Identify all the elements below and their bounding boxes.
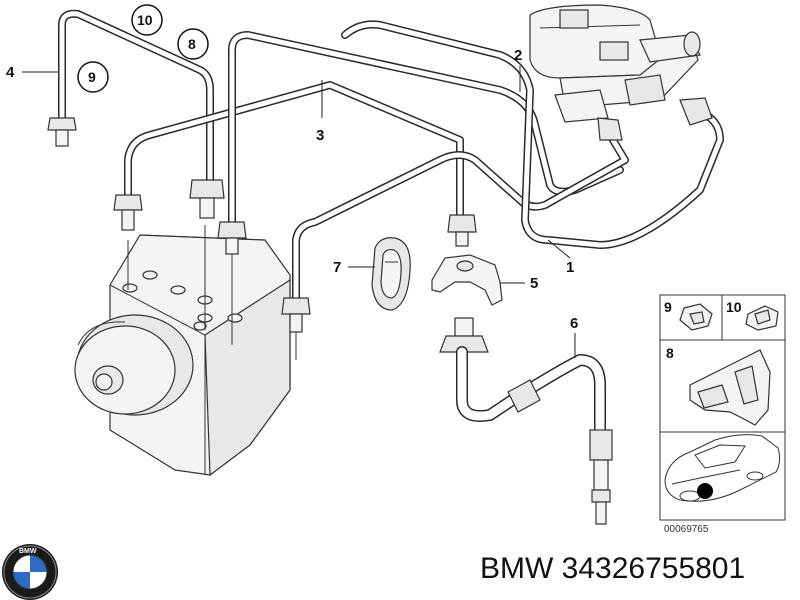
callout-1: 1 — [566, 259, 574, 276]
leader-lines — [22, 66, 576, 358]
master-cylinder — [529, 4, 713, 141]
callout-6: 6 — [570, 315, 578, 332]
flex-hose — [439, 317, 613, 525]
callout-5: 5 — [530, 275, 538, 292]
fitting-abs-1 — [113, 194, 143, 231]
clip-9-drawing — [679, 303, 713, 331]
inset-label-8: 8 — [666, 345, 674, 361]
fitting-abs-4 — [281, 297, 311, 333]
part-number-title: BMW 34326755801 — [480, 552, 746, 585]
bracket — [431, 254, 503, 306]
inset-label-10: 10 — [726, 299, 742, 315]
clip-10-drawing — [745, 305, 779, 331]
abs-unit — [74, 234, 291, 477]
reference-number: 00069765 — [664, 524, 709, 535]
fitting-mid — [447, 214, 477, 247]
callout-3: 3 — [316, 127, 324, 144]
grommet — [371, 237, 411, 311]
callout-10: 10 — [137, 12, 153, 28]
bmw-logo: BMW — [2, 544, 58, 600]
callout-7: 7 — [333, 259, 341, 276]
callouts: 4 2 3 1 7 5 6 10 8 9 — [6, 4, 578, 332]
callout-4: 4 — [6, 64, 15, 81]
fitting-abs-3 — [217, 221, 247, 255]
clip-8-drawing — [689, 349, 771, 426]
inset-panel: 9 10 8 00069765 — [659, 294, 786, 535]
callout-8: 8 — [188, 36, 196, 52]
pipe-fittings — [47, 117, 477, 333]
callout-9: 9 — [88, 69, 96, 85]
inset-label-9: 9 — [664, 299, 672, 315]
fitting-left-top — [47, 117, 77, 147]
car-locator-drawing — [664, 434, 781, 502]
brake-pipes — [58, 9, 724, 304]
port-guide-lines — [127, 225, 297, 360]
callout-2: 2 — [514, 47, 522, 64]
svg-text:BMW: BMW — [19, 548, 37, 555]
fitting-abs-2 — [189, 179, 225, 219]
